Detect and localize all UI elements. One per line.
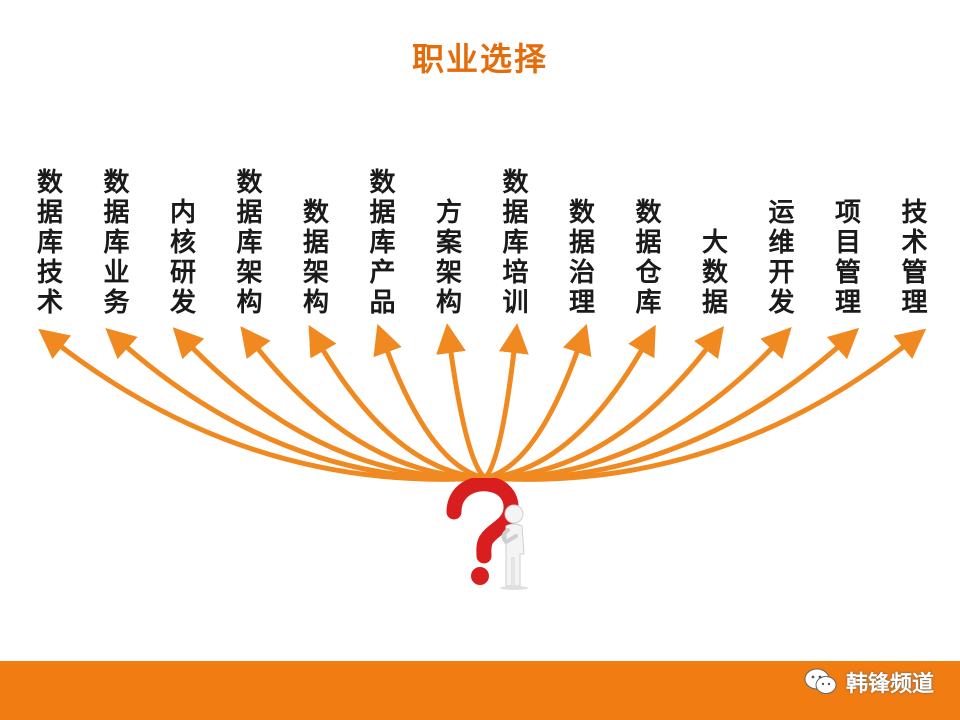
career-arrow-13 <box>484 328 927 482</box>
career-label-7: 数 据 库 培 训 <box>502 168 529 318</box>
career-label-11: 运 维 开 发 <box>768 198 795 318</box>
career-label-1: 数 据 库 业 务 <box>103 168 130 318</box>
career-label-12: 项 目 管 理 <box>834 198 861 318</box>
career-label-8: 数 据 治 理 <box>568 198 595 318</box>
brand-name: 韩锋频道 <box>845 672 934 697</box>
career-arrows <box>38 323 927 482</box>
career-arrow-8 <box>484 323 592 481</box>
career-label-9: 数 据 仓 库 <box>635 198 662 318</box>
career-arrow-6 <box>436 323 487 480</box>
career-arrow-3 <box>240 326 486 481</box>
career-arrow-2 <box>172 327 486 481</box>
career-label-5: 数 据 库 产 品 <box>369 168 396 318</box>
brand-watermark: 韩锋频道 <box>804 664 934 700</box>
career-arrow-7 <box>483 323 529 480</box>
career-label-2: 内 核 研 发 <box>169 198 196 318</box>
career-arrow-5 <box>373 323 486 481</box>
wechat-icon <box>804 668 837 694</box>
career-label-13: 技 术 管 理 <box>901 198 928 318</box>
career-label-6: 方 案 架 构 <box>435 198 462 318</box>
thinking-person-icon <box>446 478 528 590</box>
slide-title: 职业选择 <box>411 40 548 78</box>
career-label-0: 数 据 库 技 术 <box>36 168 63 318</box>
career-label-4: 数 据 架 构 <box>302 198 329 318</box>
career-arrow-4 <box>308 324 486 481</box>
footer-bar <box>0 661 960 720</box>
career-label-10: 大 数 据 <box>701 228 728 318</box>
career-label-3: 数 据 库 架 构 <box>236 168 263 318</box>
